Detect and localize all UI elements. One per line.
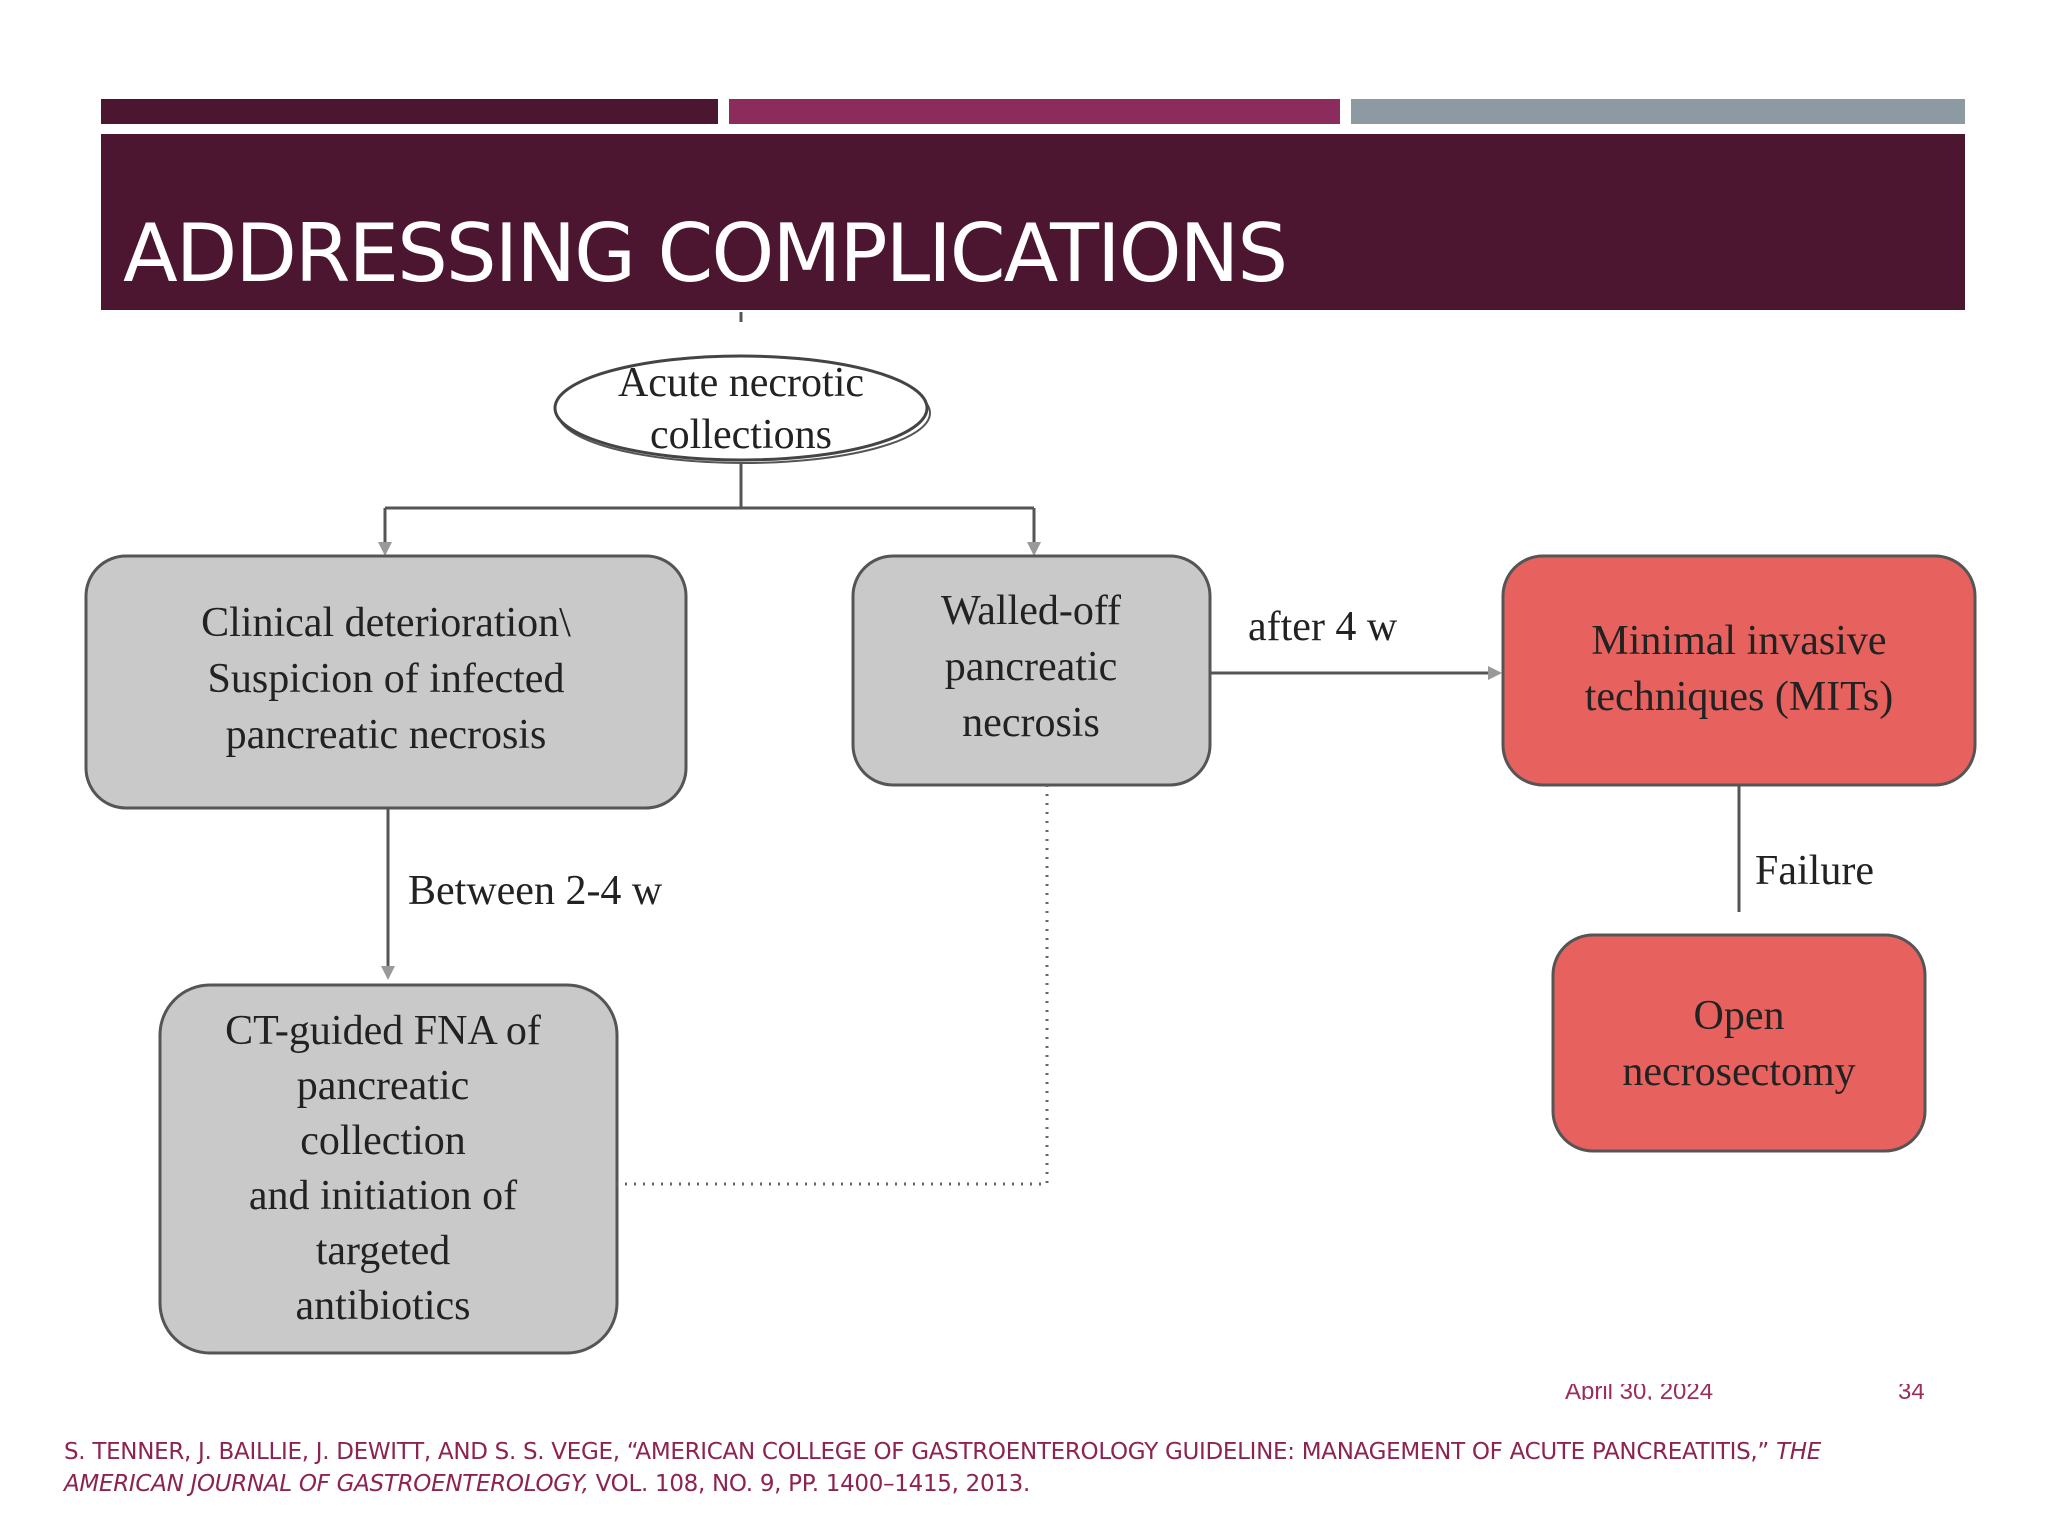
edge-label-failure: Failure [1755,848,1874,894]
node-walled-off-necrosis: Walled-off pancreatic necrosis [851,554,1212,787]
node-label: targeted [316,1228,451,1274]
node-label: pancreatic [297,1063,470,1109]
node-label: Minimal invasive [1591,618,1886,664]
node-open-necrosectomy: Open necrosectomy [1551,933,1927,1153]
node-label: antibiotics [296,1283,471,1329]
node-label: collection [300,1118,466,1164]
node-acute-necrotic-collections: Acute necrotic collections [553,354,931,464]
connector-branch [383,462,1036,548]
node-label: pancreatic [945,644,1118,690]
flowchart: Acute necrotic collections Clinical dete… [84,312,1977,1355]
accent-bar-dark [101,99,718,124]
node-label: Walled-off [941,588,1121,634]
arrowhead-icon [1027,542,1041,556]
node-label: and initiation of [249,1173,517,1219]
node-label: Clinical deterioration\ [201,600,571,646]
node-label: pancreatic necrosis [226,712,547,758]
node-label: Acute necrotic [618,360,864,406]
edge-label-after-4w: after 4 w [1248,604,1398,650]
title-band: ADDRESSING COMPLICATIONS [101,134,1965,310]
citation: S. TENNER, J. BAILLIE, J. DEWITT, AND S.… [64,1436,1904,1500]
node-label: collections [650,412,832,458]
accent-bar-grey [1351,99,1965,124]
citation-text: S. TENNER, J. BAILLIE, J. DEWITT, AND S.… [64,1439,1777,1465]
node-ct-guided-fna: CT-guided FNA of pancreatic collection a… [158,983,619,1355]
node-label: Open [1694,993,1785,1039]
edge-label-between-2-4w: Between 2-4 w [408,868,663,914]
footer-date: April 30, 2024 [1565,1384,1714,1400]
accent-bar-magenta [729,99,1340,124]
node-label: techniques (MITs) [1585,674,1893,720]
node-label: necrosectomy [1622,1049,1855,1095]
node-label: CT-guided FNA of [225,1008,541,1054]
citation-journal: THE AMERICAN JOURNAL OF GASTROENTEROLOGY… [64,1439,1822,1497]
slide-title: ADDRESSING COMPLICATIONS [123,207,1288,300]
node-clinical-deterioration: Clinical deterioration\ Suspicion of inf… [84,554,688,810]
node-minimal-invasive-techniques: Minimal invasive techniques (MITs) [1501,554,1977,787]
arrowhead-icon [1488,666,1502,680]
footer-page-number: 34 [1898,1384,1925,1400]
connector-dotted [617,785,1049,1186]
arrowhead-icon [378,542,392,556]
arrowhead-icon [381,966,395,980]
node-label: Suspicion of infected [208,656,565,702]
node-label: necrosis [962,700,1100,746]
citation-details: VOL. 108, NO. 9, PP. 1400–1415, 2013. [588,1471,1031,1497]
